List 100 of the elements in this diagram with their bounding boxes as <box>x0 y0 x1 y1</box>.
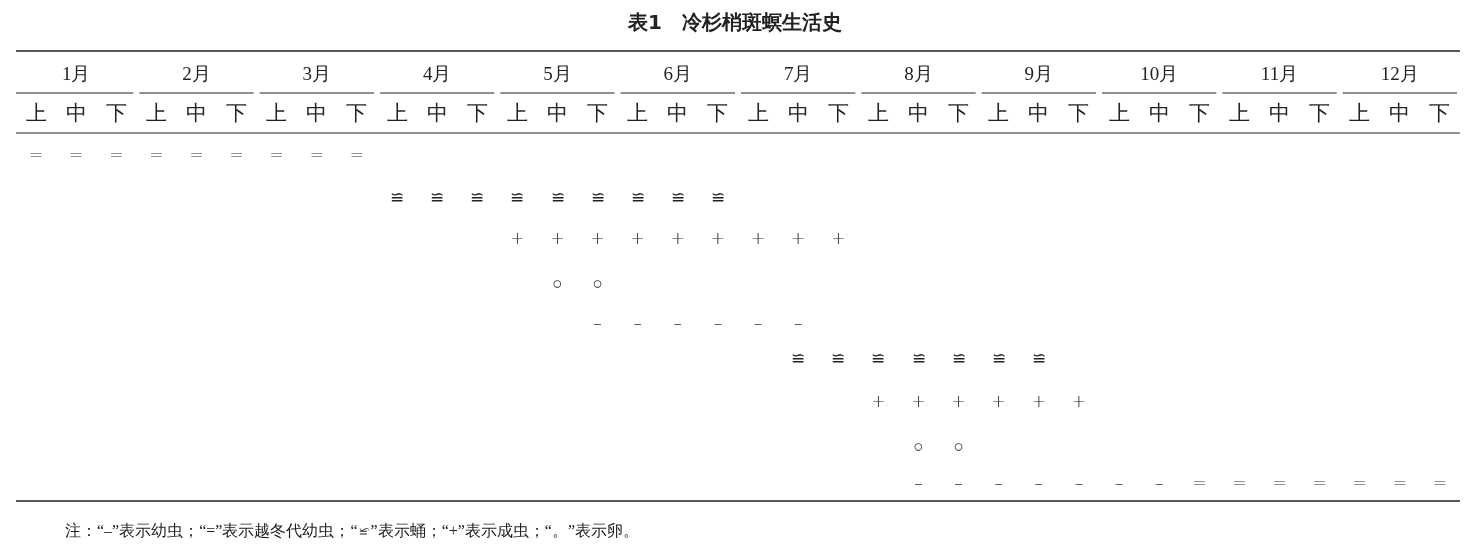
stage-symbol: + <box>550 229 565 247</box>
dekad-header: 上 <box>867 102 889 124</box>
dekad-header: 中 <box>65 102 87 124</box>
dekad-header: 中 <box>306 102 328 124</box>
stage-symbol: – <box>1154 474 1164 492</box>
stage-symbol: = <box>1232 474 1247 492</box>
stage-symbol: – <box>793 314 803 332</box>
stage-symbol: – <box>994 474 1003 492</box>
stage-symbol: ○ <box>552 274 563 292</box>
stage-symbol: = <box>1392 474 1407 492</box>
stage-symbol: + <box>831 229 846 247</box>
stage-symbol: – <box>633 314 642 332</box>
stage-symbol: ≌ <box>510 188 525 206</box>
stage-symbol: + <box>630 229 645 247</box>
month-header: 4月 <box>422 63 452 83</box>
dekad-header: 中 <box>1389 102 1411 124</box>
stage-symbol: = <box>69 146 84 164</box>
dekad-header: 上 <box>506 102 528 124</box>
stage-symbol: ≌ <box>430 188 445 206</box>
stage-symbol: = <box>1352 474 1367 492</box>
month-header: 7月 <box>783 63 813 83</box>
month-header: 10月 <box>1140 63 1179 83</box>
table-note: 注：“–”表示幼虫；“=”表示越冬代幼虫；“≌”表示蛹；“+”表示成虫；“。”表示卵。 <box>65 523 640 539</box>
stage-symbol: = <box>229 146 244 164</box>
stage-symbol: ≌ <box>470 188 485 206</box>
stage-symbol: ≌ <box>951 349 966 367</box>
stage-symbol: ≌ <box>911 349 926 367</box>
stage-symbol: ≌ <box>590 188 605 206</box>
stage-symbol: ○ <box>953 437 964 455</box>
month-header: 12月 <box>1380 63 1419 83</box>
month-header: 8月 <box>904 63 933 83</box>
dekad-header: 下 <box>1429 102 1451 124</box>
stage-symbol: – <box>1074 474 1084 492</box>
dekad-header: 下 <box>827 102 849 124</box>
dekad-header: 下 <box>1309 102 1331 124</box>
dekad-header: 上 <box>25 102 47 124</box>
dekad-header: 中 <box>1028 102 1050 124</box>
stage-symbol: = <box>28 146 44 164</box>
stage-symbol: + <box>510 229 525 247</box>
stage-symbol: + <box>791 229 806 247</box>
stage-symbol: ○ <box>592 274 603 292</box>
month-header: 5月 <box>543 63 572 83</box>
stage-symbol: – <box>593 314 602 332</box>
month-header: 9月 <box>1024 63 1054 83</box>
dekad-header: 上 <box>386 102 408 124</box>
stage-symbol: = <box>1272 474 1287 492</box>
dekad-header: 上 <box>747 102 769 124</box>
stage-symbol: + <box>911 392 926 410</box>
stage-symbol: + <box>1071 392 1087 410</box>
dekad-header: 上 <box>988 102 1010 124</box>
stage-symbol: + <box>590 229 605 247</box>
dekad-header: 下 <box>466 102 488 124</box>
dekad-header: 中 <box>1148 102 1170 124</box>
stage-symbol: – <box>1114 474 1124 492</box>
stage-symbol: = <box>269 146 284 164</box>
stage-symbol: = <box>109 146 124 164</box>
dekad-header: 上 <box>1228 102 1250 124</box>
stage-symbol: ≌ <box>550 188 565 206</box>
stage-symbol: = <box>1432 474 1448 492</box>
dekad-header: 上 <box>1108 102 1130 124</box>
dekad-header: 下 <box>346 102 368 124</box>
stage-symbol: ≌ <box>670 188 685 206</box>
dekad-header: 下 <box>587 102 609 124</box>
dekad-header: 上 <box>1349 102 1371 124</box>
dekad-header: 下 <box>707 102 729 124</box>
stage-symbol: + <box>1031 392 1046 410</box>
stage-symbol: ≌ <box>630 188 645 206</box>
stage-symbol: – <box>753 314 763 332</box>
month-header: 11月 <box>1260 63 1299 83</box>
stage-symbol: ≌ <box>871 349 886 367</box>
dekad-header: 中 <box>908 102 929 124</box>
stage-symbol: ≌ <box>710 188 725 206</box>
stage-symbol: + <box>670 229 685 247</box>
stage-symbol: – <box>914 474 923 492</box>
stage-symbol: – <box>1034 474 1044 492</box>
dekad-header: 下 <box>1068 102 1090 124</box>
stage-symbol: ≌ <box>831 349 846 367</box>
stage-symbol: + <box>710 229 726 247</box>
dekad-header: 下 <box>226 102 248 124</box>
dekad-header: 中 <box>667 102 689 124</box>
month-header: 1月 <box>61 63 91 83</box>
dekad-header: 中 <box>186 102 207 124</box>
dekad-header: 下 <box>105 102 127 124</box>
dekad-header: 上 <box>627 102 649 124</box>
dekad-header: 上 <box>145 102 167 124</box>
month-header: 2月 <box>182 63 211 83</box>
stage-symbol: ≌ <box>991 349 1006 367</box>
dekad-header: 中 <box>547 102 568 124</box>
dekad-header: 中 <box>787 102 809 124</box>
stage-symbol: = <box>189 146 204 164</box>
stage-symbol: ≌ <box>1031 349 1046 367</box>
dekad-header: 中 <box>426 102 448 124</box>
dekad-header: 上 <box>266 102 288 124</box>
month-header: 3月 <box>302 63 332 83</box>
table-title: 表1 冷杉梢斑螟生活史 <box>628 12 842 32</box>
stage-symbol: ○ <box>913 437 924 455</box>
stage-symbol: = <box>149 146 164 164</box>
stage-symbol: = <box>309 146 324 164</box>
dekad-header: 下 <box>948 102 970 124</box>
stage-symbol: + <box>750 229 766 247</box>
